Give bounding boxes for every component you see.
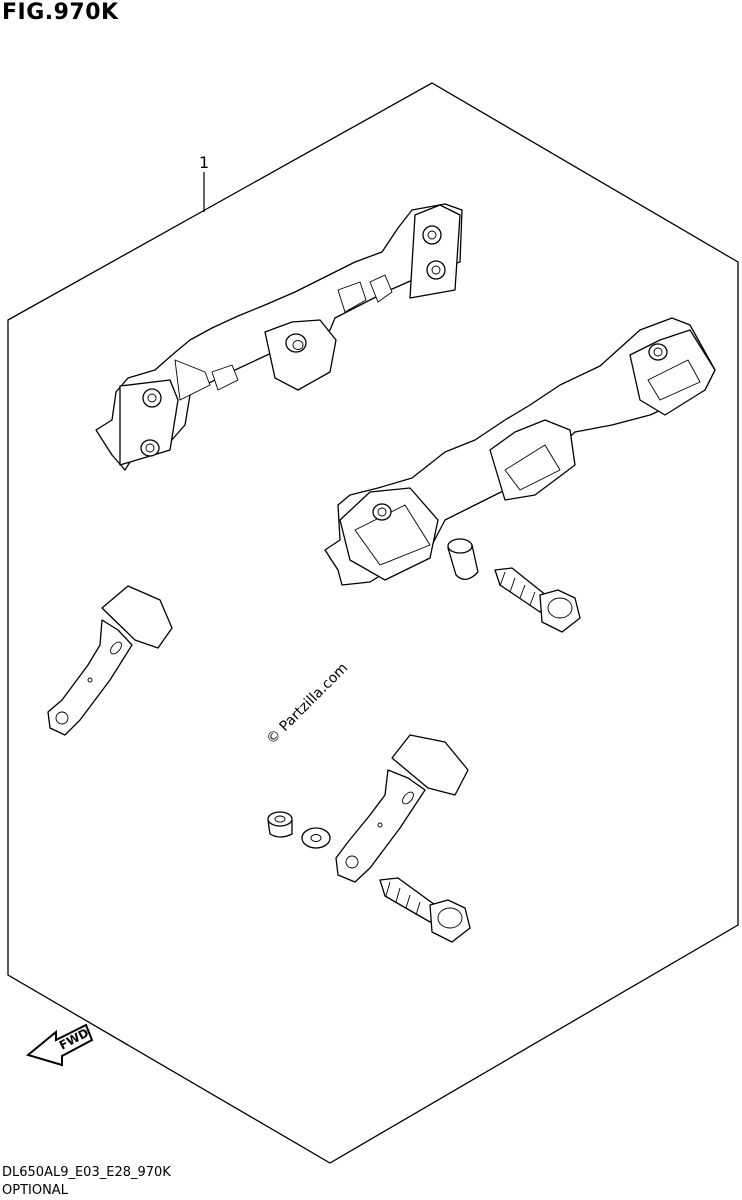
nut[interactable]: [267, 811, 293, 838]
category-label: OPTIONAL: [2, 1183, 68, 1198]
bolt-lower[interactable]: [379, 877, 471, 943]
bolt-upper[interactable]: [494, 567, 581, 633]
stay-left[interactable]: [47, 585, 173, 736]
washer[interactable]: [301, 827, 331, 849]
figure-title: FIG.970K: [2, 0, 119, 25]
left-bracket[interactable]: [95, 203, 463, 471]
forward-direction-arrow-icon: FWD: [25, 1023, 94, 1067]
kit-frame: [7, 82, 739, 1164]
diagram-code: DL650AL9_E03_E28_970K: [2, 1165, 171, 1180]
watermark: © Partzilla.com: [264, 660, 352, 748]
collar-spacer[interactable]: [447, 538, 479, 580]
callout-number-1: 1: [199, 153, 209, 172]
right-bracket[interactable]: [324, 317, 716, 586]
stay-right[interactable]: [335, 734, 469, 883]
